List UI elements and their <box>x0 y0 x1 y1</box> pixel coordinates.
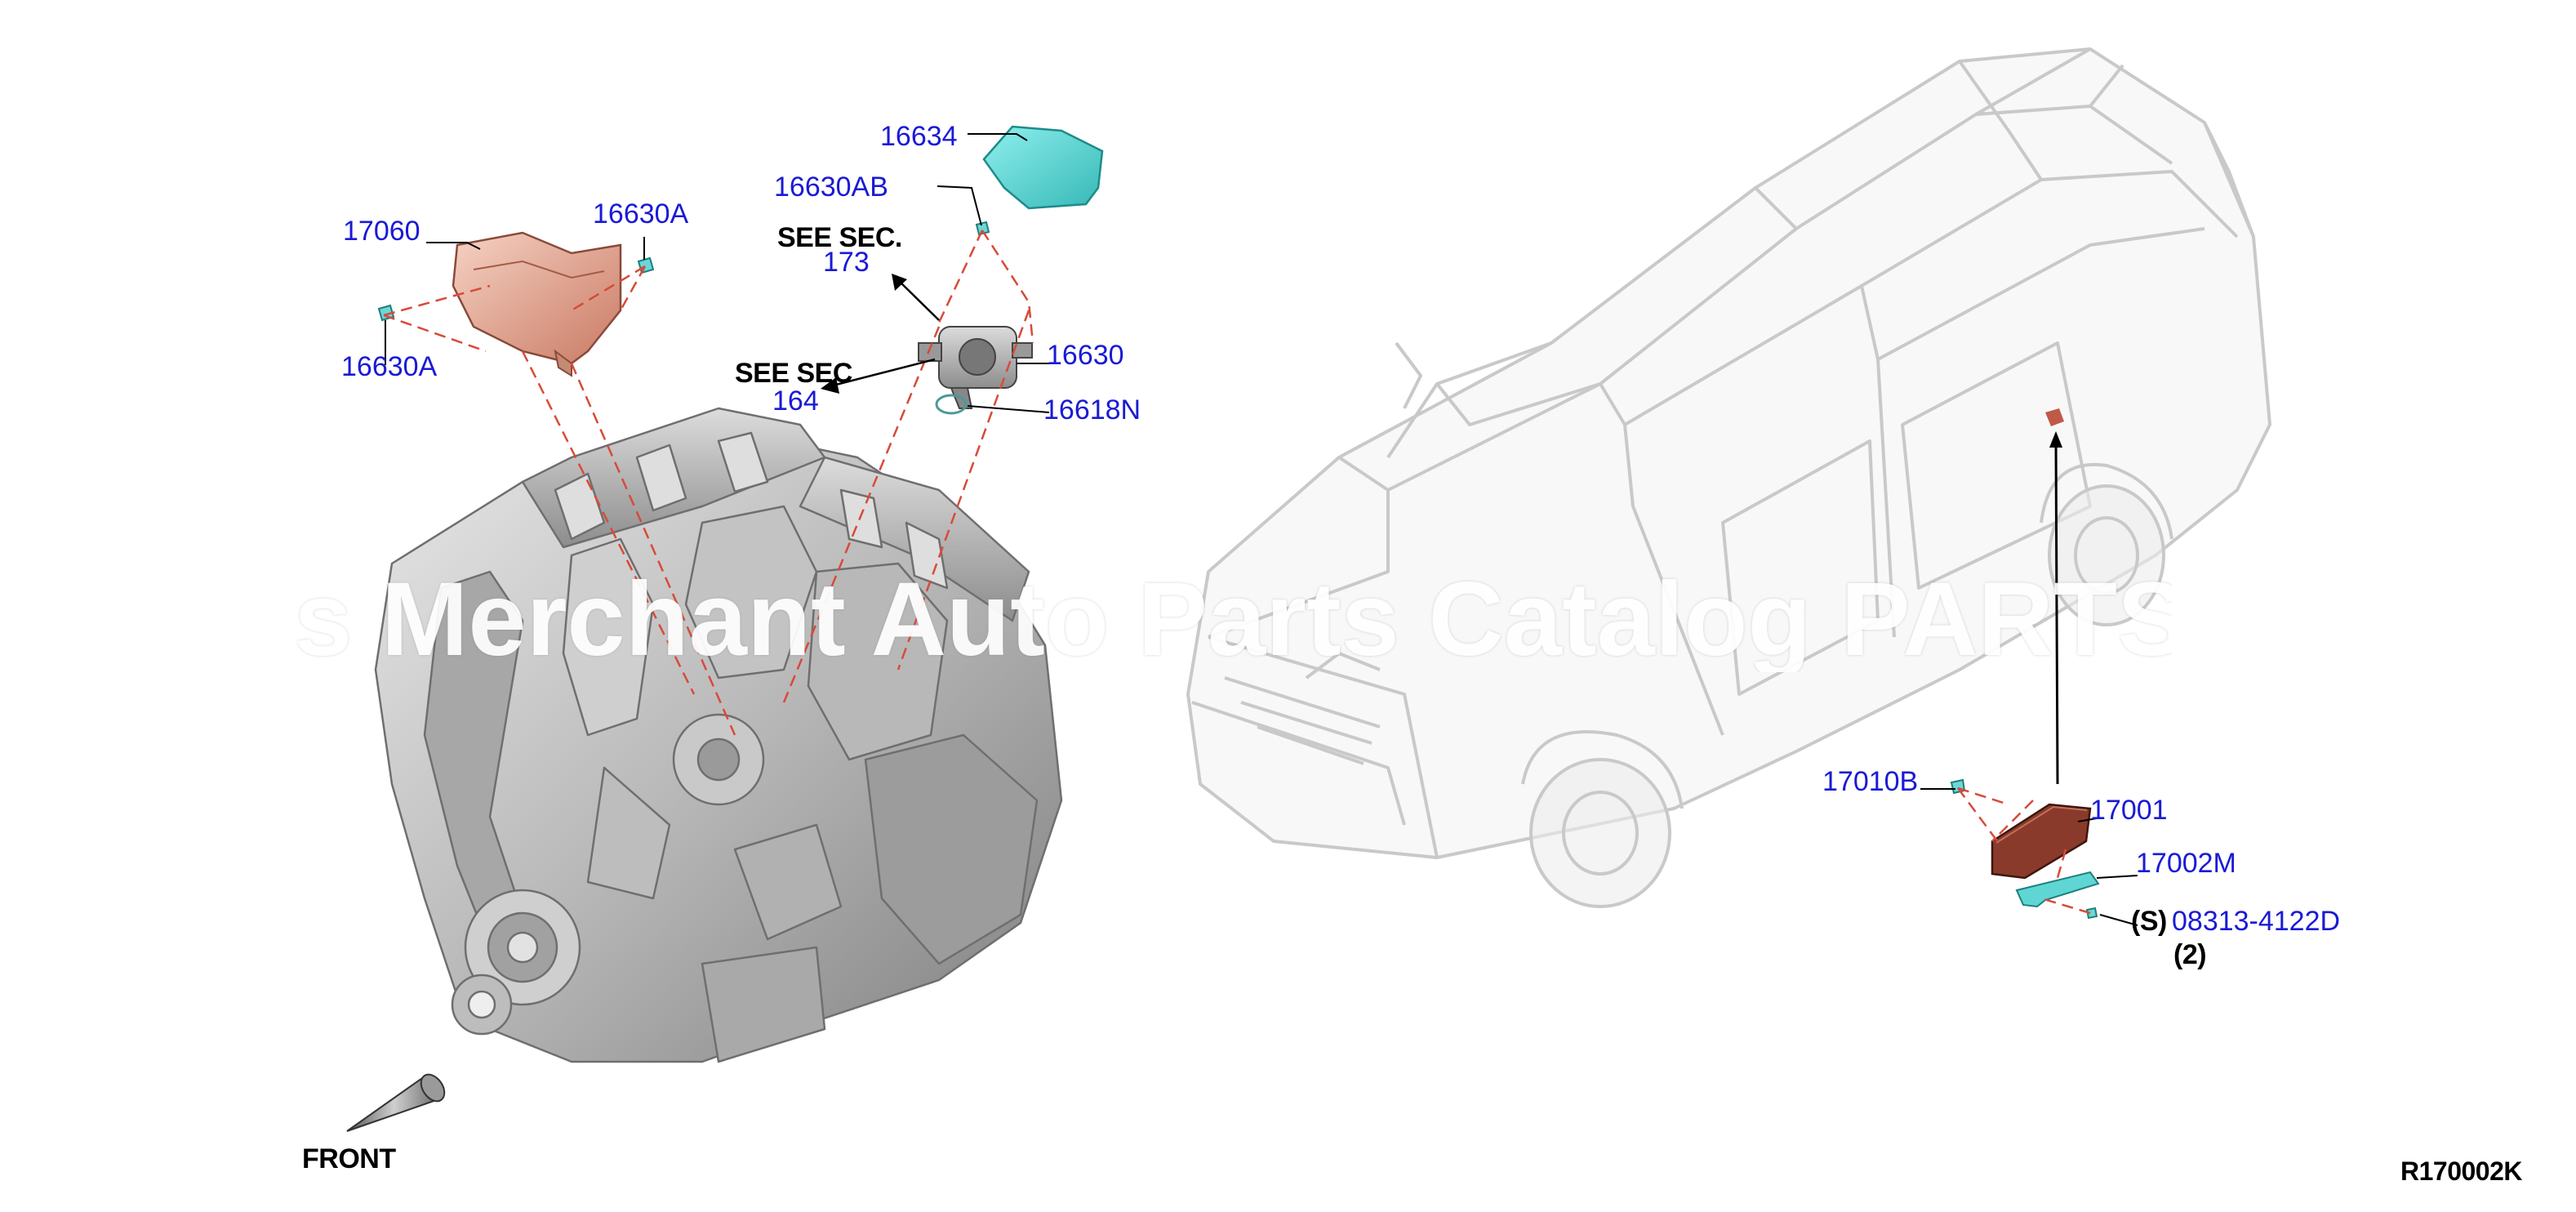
callout-leaders <box>385 133 2138 926</box>
cap-16634 <box>982 125 1104 210</box>
callout-16618N[interactable]: 16618N <box>1043 394 1141 426</box>
bolt-17010B <box>1950 778 1966 795</box>
callout-17010B[interactable]: 17010B <box>1822 766 1919 797</box>
see-sec-173-number[interactable]: 173 <box>823 247 870 278</box>
callout-16630[interactable]: 16630 <box>1047 340 1124 371</box>
callout-17001[interactable]: 17001 <box>2090 795 2168 826</box>
see-sec-173-label: SEE SEC. <box>777 222 902 253</box>
bolt-08313 <box>2085 907 2098 920</box>
vehicle-illustration <box>1186 47 2271 908</box>
pump-16630 <box>918 326 1033 409</box>
watermark: s Merchant Auto Parts Catalog PARTSTO <box>294 568 2172 672</box>
callout-17002M[interactable]: 17002M <box>2136 848 2236 879</box>
callout-16630A-top[interactable]: 16630A <box>593 198 689 229</box>
front-label: FRONT <box>302 1143 396 1174</box>
see-sec-164-number[interactable]: 164 <box>772 385 819 417</box>
engine-illustration <box>374 407 1063 1063</box>
module-location-marker <box>2045 408 2064 426</box>
bolt-quantity: (2) <box>2173 939 2207 970</box>
bolt-16630A-top <box>637 256 655 274</box>
assembly-leaders <box>383 229 2091 915</box>
callout-08313-4122D[interactable]: 08313-4122D <box>2172 906 2341 937</box>
see-sec-164-label: SEE SEC <box>735 358 852 389</box>
callout-16634[interactable]: 16634 <box>880 121 958 152</box>
front-arrow-icon <box>346 1073 446 1132</box>
bolt-16630AB <box>975 221 990 236</box>
diagram-code: R170002K <box>2400 1156 2523 1186</box>
callout-16630AB[interactable]: 16630AB <box>774 172 888 203</box>
bolt-spec-prefix: (S) <box>2131 906 2167 937</box>
callout-16630A-left[interactable]: 16630A <box>341 351 438 382</box>
engine-cover-17060 <box>452 231 622 365</box>
callout-17060[interactable]: 17060 <box>343 216 420 247</box>
o-ring-16618N <box>935 394 968 415</box>
module-17001 <box>1991 803 2092 880</box>
